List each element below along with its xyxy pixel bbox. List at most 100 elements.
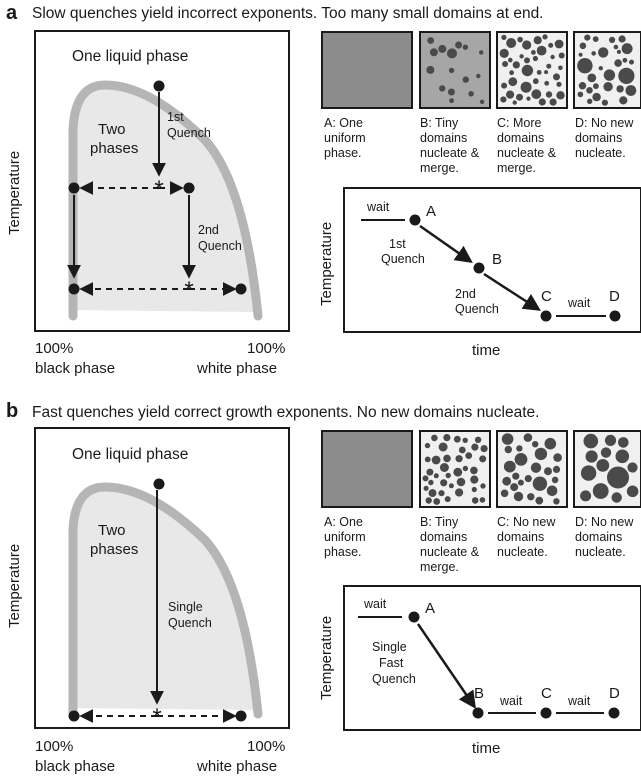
domain-circle [532, 441, 539, 448]
domain-circle [462, 76, 469, 83]
domain-circle [428, 489, 437, 498]
domain-circle [512, 472, 520, 480]
domain-circle [479, 99, 485, 105]
domain-circle [554, 39, 564, 49]
domain-circle [532, 476, 548, 491]
domain-circle [453, 435, 461, 443]
tile-b-d-domains [580, 433, 639, 503]
single-fast-1: Single [372, 640, 407, 654]
wait-label-1: wait [367, 200, 390, 214]
single-fast-2: Fast [379, 656, 404, 670]
point-b-d [608, 707, 620, 719]
tile-b-domains [426, 37, 485, 105]
domain-circle [445, 472, 451, 479]
tile-d-label: D: No new domains nucleate. [575, 116, 634, 160]
domain-circle [506, 90, 515, 99]
tile-b-c-domains [500, 433, 562, 505]
domain-circle [592, 483, 609, 499]
phases-label: phases [90, 140, 139, 157]
domain-circle [546, 63, 552, 69]
domain-circle [580, 490, 592, 502]
asterisk-2: * [184, 277, 193, 304]
domain-circle [500, 489, 509, 498]
q1-label-1: 1st [389, 237, 406, 251]
x-right-label-b: white phase [197, 758, 278, 775]
domain-circle [512, 61, 520, 69]
panel-a-tiles [321, 31, 641, 109]
label-b-c: C [541, 685, 552, 702]
domain-circle [527, 493, 535, 501]
first-quench-label: Quench [167, 126, 211, 140]
label-b-b: B [474, 685, 485, 702]
domain-circle [544, 467, 552, 476]
final-white-point-b [235, 710, 247, 722]
tile-b-a-uniform [321, 430, 413, 508]
domain-circle [604, 434, 617, 446]
one-liquid-label: One liquid phase [72, 48, 189, 65]
domain-circle [424, 456, 431, 463]
domain-circle [438, 44, 447, 53]
domain-circle [462, 465, 469, 472]
timeline-xlabel: time [472, 342, 501, 359]
timeline-frame [343, 187, 641, 333]
wait-label-b1: wait [364, 597, 387, 611]
domain-circle [456, 477, 466, 487]
x-left-label-b: black phase [35, 758, 116, 775]
panel-b-letter: b [6, 400, 19, 422]
x-left-label: black phase [35, 360, 116, 377]
point-b-a [408, 611, 420, 623]
domain-circle [587, 98, 593, 105]
domain-circle [426, 468, 434, 476]
domain-circle [587, 73, 597, 83]
domain-circle [468, 91, 474, 97]
domain-circle [501, 34, 507, 41]
domain-circle [439, 85, 446, 92]
domain-circle [592, 92, 601, 102]
first-quench-line [419, 224, 473, 264]
domain-circle [512, 100, 517, 105]
domain-circle [455, 41, 463, 49]
tile-c-label: C: More domains nucleate & merge. [497, 116, 557, 175]
domain-circle [510, 483, 519, 492]
panel-a-letter: a [6, 2, 18, 24]
start-point-b [153, 478, 165, 490]
domain-circle [577, 57, 593, 74]
two-phase-region-b [73, 487, 258, 710]
label-b-a: A [425, 600, 436, 617]
domain-circle [426, 65, 435, 74]
second-quench-label: Quench [198, 239, 242, 253]
domain-circle [580, 465, 597, 481]
tile-a-label: A: One uniform phase. [324, 116, 366, 160]
domain-circle [584, 34, 591, 41]
start-point [153, 80, 165, 92]
point-d [609, 310, 621, 322]
timeline-ylabel: Temperature [318, 221, 335, 306]
panel-b-tiles [321, 430, 641, 508]
domain-circle [542, 34, 548, 40]
domain-circle [524, 475, 532, 483]
tile-c-domains [499, 34, 565, 106]
coexistence-curve [68, 80, 263, 321]
domain-circle [501, 82, 508, 89]
domain-circle [593, 83, 599, 90]
domain-circle [502, 476, 512, 486]
x-right-percent: 100% [247, 340, 286, 357]
domain-circle [499, 48, 509, 59]
final-black-point-b [68, 710, 80, 722]
coexistence-curve-b [68, 482, 263, 719]
domain-circle [448, 67, 455, 74]
white-rich-point [183, 182, 195, 194]
domain-circle [550, 54, 555, 60]
domain-circle [544, 80, 550, 86]
domain-circle [458, 446, 466, 454]
q2-label-2: Quench [455, 302, 499, 316]
domain-circle [626, 485, 639, 498]
domain-circle [425, 497, 432, 504]
final-black-point [68, 283, 80, 295]
domain-circle [556, 91, 565, 100]
domain-circle [579, 42, 587, 50]
tile-b-d-label: D: No new domains nucleate. [575, 515, 634, 559]
domain-circle [603, 82, 613, 92]
q1-label-2: Quench [381, 252, 425, 266]
domain-circle [535, 496, 544, 505]
